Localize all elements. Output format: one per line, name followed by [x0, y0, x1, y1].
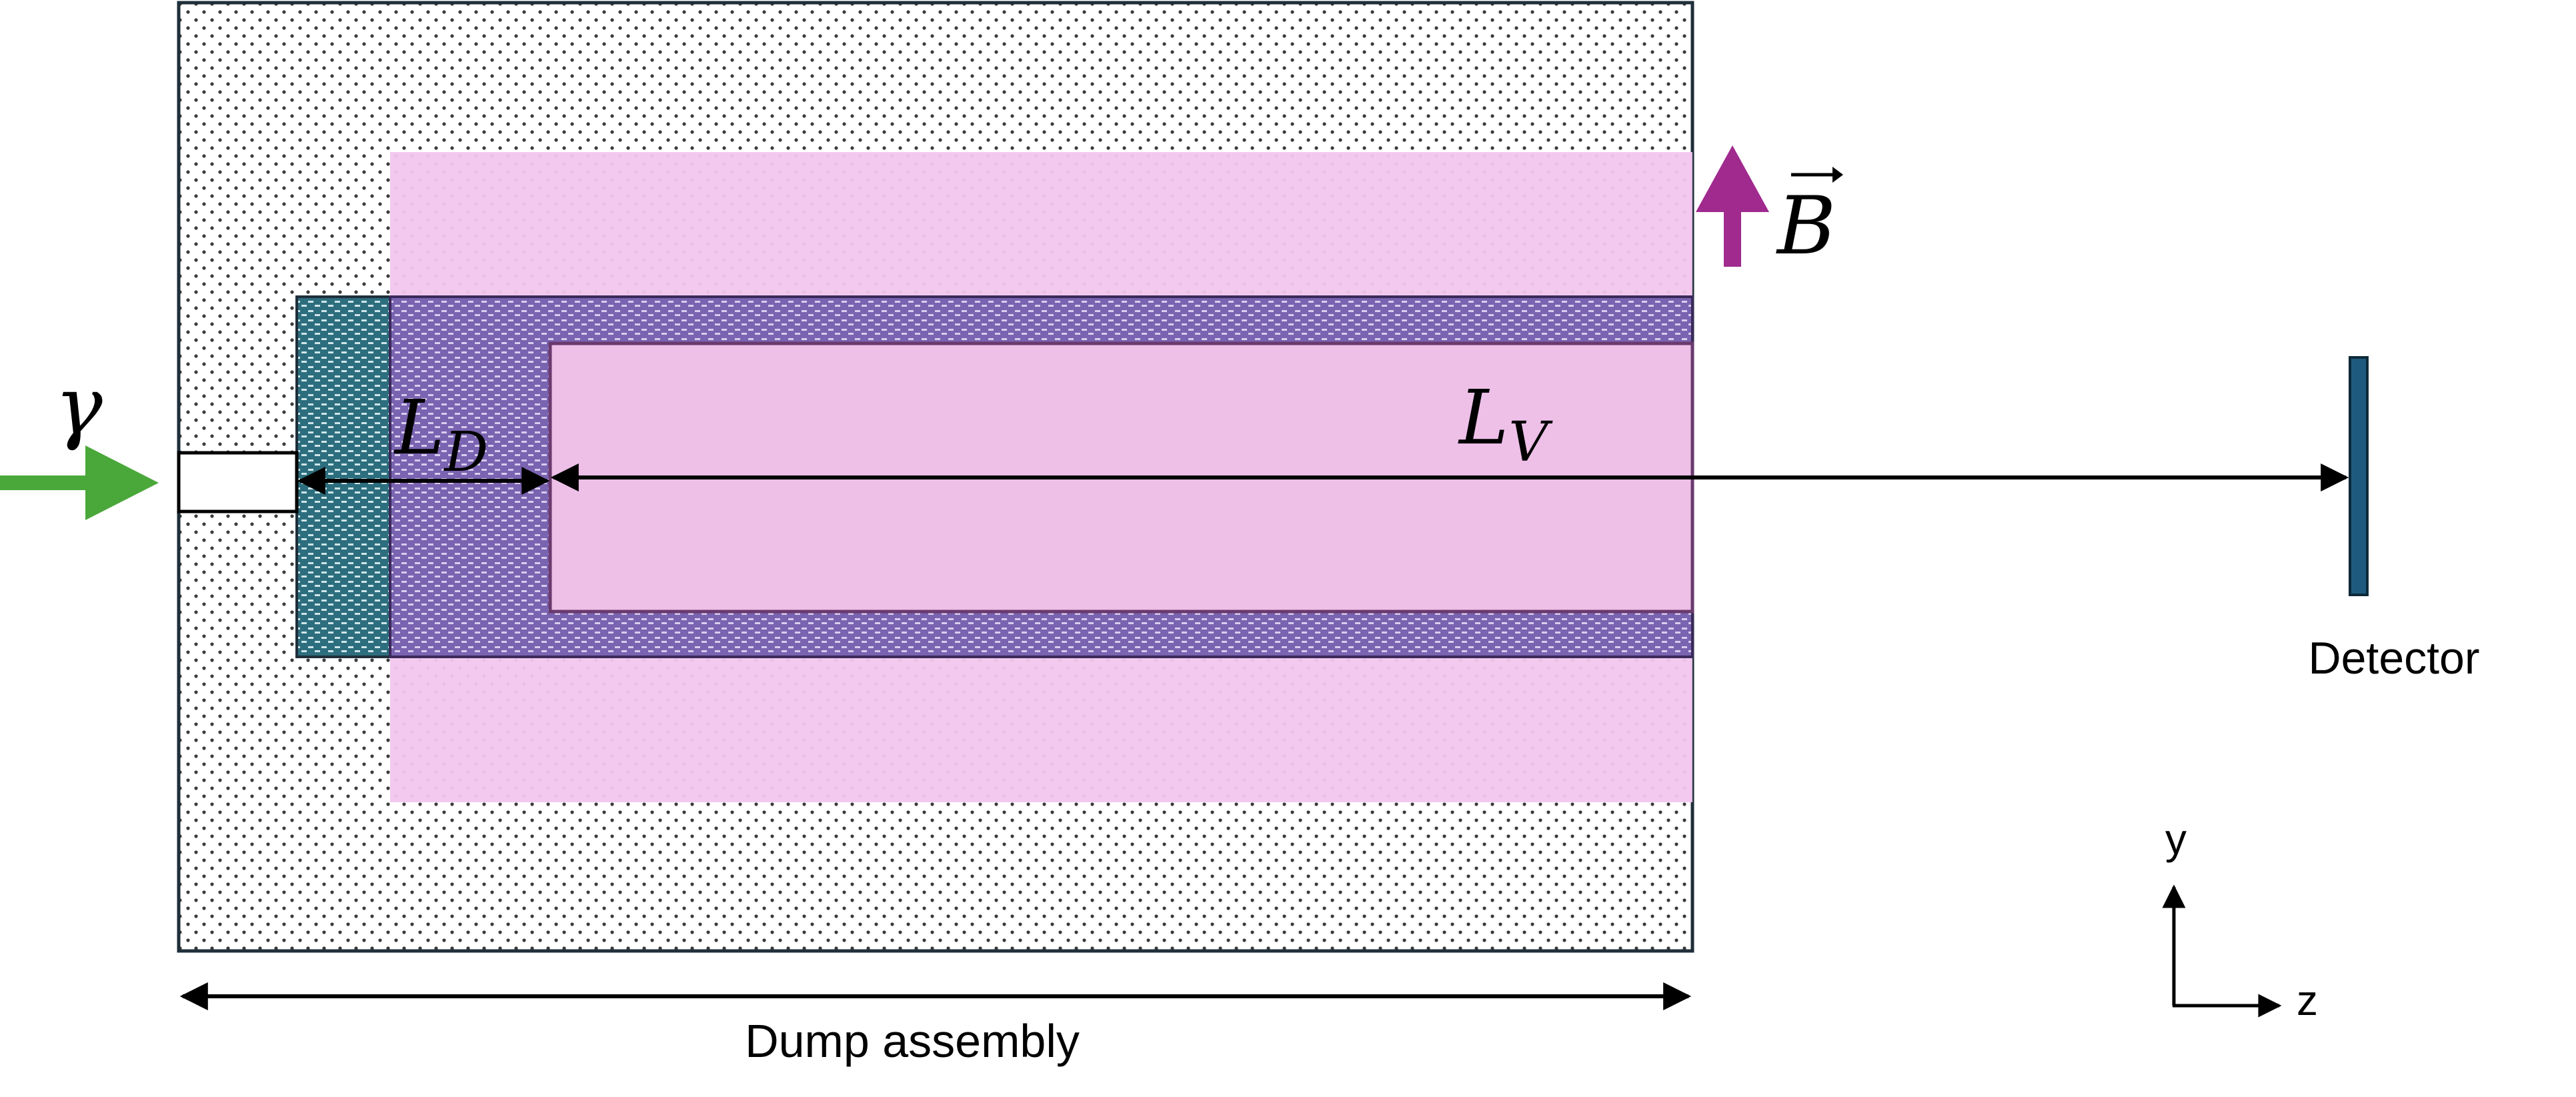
detector-label: Detector [2309, 633, 2480, 684]
svg-text:B: B [1776, 180, 1836, 273]
b-field-arrow [1696, 145, 1769, 267]
axis-z-label: z [2297, 976, 2318, 1024]
ld-label: LD [393, 385, 488, 484]
lv-label: LV [1458, 375, 1553, 474]
detector-plate [2349, 356, 2369, 596]
gamma-label: γ [55, 360, 103, 453]
axis-y-label: y [2165, 815, 2187, 863]
dump-assembly-label: Dump assembly [745, 1015, 1080, 1067]
beam-entrance-hole [177, 451, 299, 513]
b-field-label: B [1776, 167, 1843, 273]
coordinate-axes: y z [2162, 815, 2318, 1024]
photon-beam-arrow [0, 445, 159, 520]
